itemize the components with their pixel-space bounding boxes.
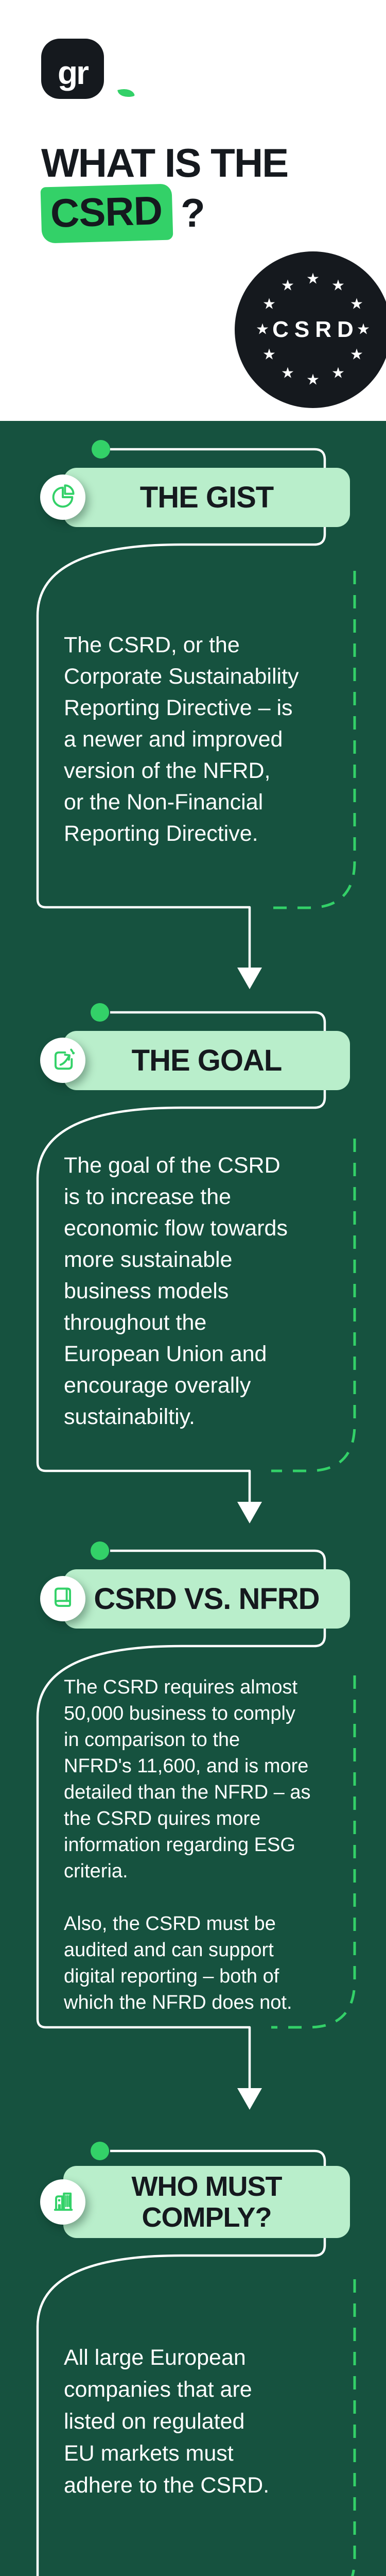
section-title: THE GIST <box>139 481 274 514</box>
section-icon-badge <box>40 1576 85 1621</box>
section-pill-vs: CSRD VS. NFRD <box>63 1569 350 1629</box>
csrd-badge-label: CSRD <box>272 317 359 342</box>
share-icon <box>54 1048 75 1070</box>
section-pill-comply: WHO MUST COMPLY? <box>63 2166 350 2238</box>
star-icon: ★ <box>262 296 276 313</box>
buildings-icon <box>54 2192 73 2211</box>
section-icon-badge <box>40 1038 85 1083</box>
star-icon: ★ <box>350 296 363 313</box>
section-icon-badge <box>40 474 85 520</box>
star-icon: ★ <box>281 277 294 294</box>
section-pill-gist: THE GIST <box>63 468 350 527</box>
star-icon: ★ <box>350 346 363 363</box>
title-highlight: CSRD <box>40 183 173 244</box>
star-icon: ★ <box>331 277 345 294</box>
page-title-line2: CSRD? <box>40 183 205 244</box>
star-icon: ★ <box>306 371 320 388</box>
page-title: WHAT IS THE <box>41 140 289 185</box>
greenly-logo-monogram: gr <box>58 54 89 91</box>
section-pill-goal: THE GOAL <box>63 1031 350 1090</box>
csrd-eu-badge: CSRD ★ ★ ★ ★ ★ ★ ★ ★ ★ ★ ★ ★ <box>235 251 386 408</box>
star-icon: ★ <box>357 321 370 338</box>
section-body-gist: The CSRD, or the Corporate Sustainabilit… <box>64 633 299 846</box>
header-area: gr WHAT IS THE CSRD? CSRD ★ ★ ★ ★ ★ ★ ★ … <box>0 0 386 421</box>
section-body-comply: All large European companies that are li… <box>64 2345 270 2498</box>
star-icon: ★ <box>281 365 294 382</box>
star-icon: ★ <box>262 346 276 363</box>
book-icon <box>54 1587 72 1607</box>
star-icon: ★ <box>331 365 345 382</box>
section-icon-badge <box>40 2179 85 2225</box>
section-title: WHO MUST COMPLY? <box>131 2171 283 2233</box>
pie-chart-icon <box>52 484 75 508</box>
section-body-vs: The CSRD requires almost 50,000 business… <box>64 1676 311 2013</box>
star-icon: ★ <box>256 321 269 338</box>
title-question-mark: ? <box>181 190 205 235</box>
section-title: CSRD VS. NFRD <box>94 1582 320 1616</box>
section-title: THE GOAL <box>131 1044 283 1077</box>
leaf-icon <box>117 86 135 100</box>
greenly-logo: gr <box>41 39 135 100</box>
star-icon: ★ <box>306 270 320 287</box>
section-body-goal: The goal of the CSRD is to increase the … <box>64 1153 288 1429</box>
